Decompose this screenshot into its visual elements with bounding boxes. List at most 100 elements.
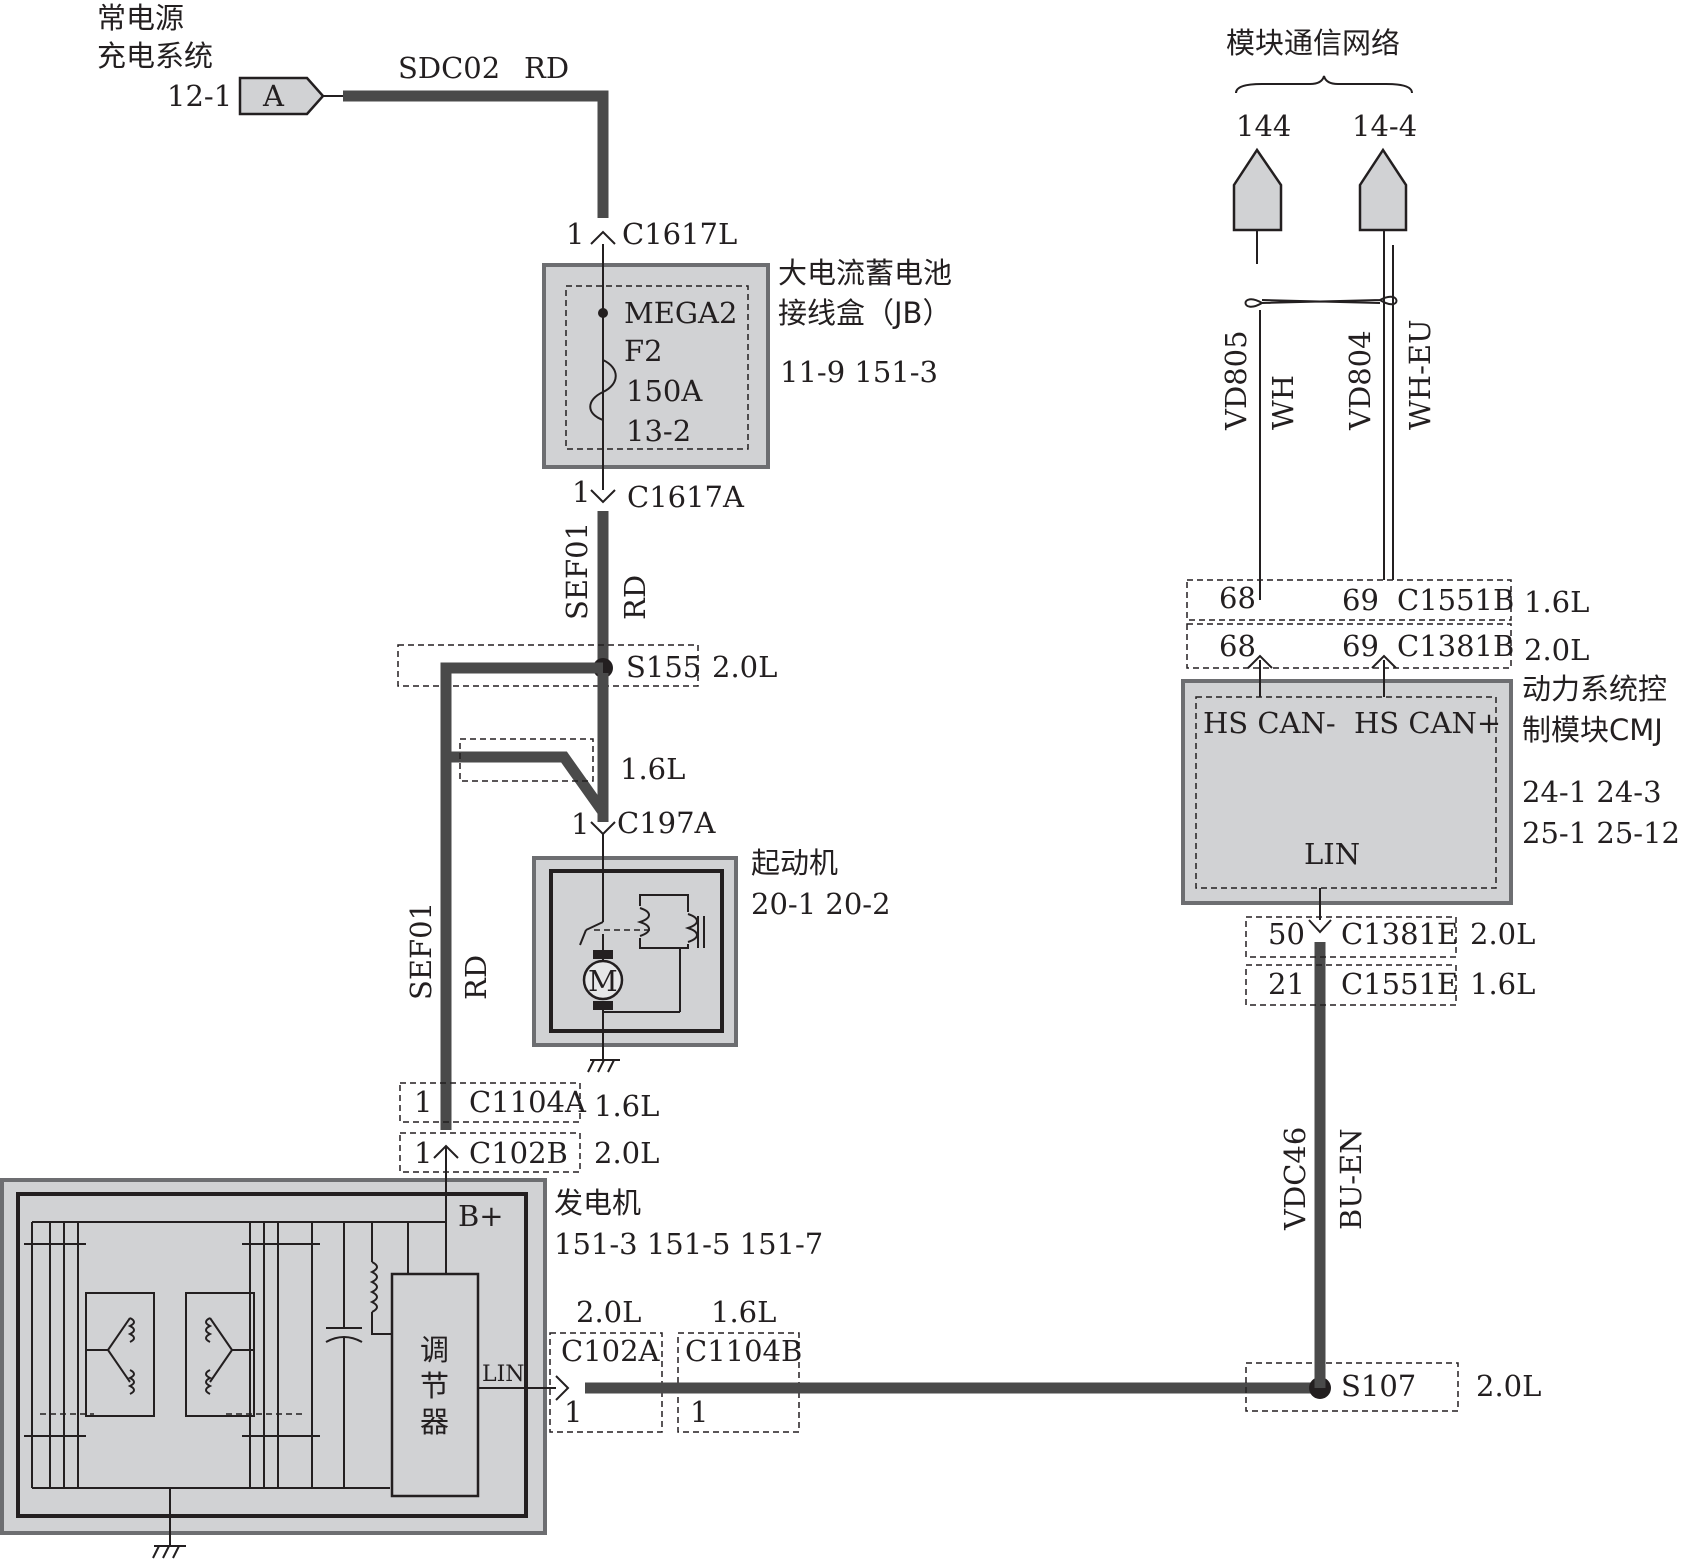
- generator-name: 发电机: [554, 1186, 641, 1220]
- s107-label: S107: [1341, 1369, 1416, 1403]
- wire-starter-16l: [446, 751, 608, 816]
- rectifier-diodes-right: [226, 1222, 320, 1488]
- motor-label: M: [588, 964, 618, 998]
- c1381e-label: C1381E: [1341, 917, 1458, 951]
- c102b-label: C102B: [469, 1136, 568, 1170]
- fuse-icon: [589, 359, 617, 421]
- generator-refs: 151-3 151-5 151-7: [554, 1227, 823, 1261]
- regulator-char-1: 调: [420, 1333, 449, 1367]
- pcm-can-plus: HS CAN+: [1354, 706, 1501, 740]
- twisted-pair-icon: [1244, 295, 1398, 308]
- c1617a-label: C1617A: [627, 480, 745, 514]
- c1617l-pin: 1: [566, 217, 584, 251]
- c102a-pin: 1: [564, 1395, 582, 1429]
- wire-sef01-gen-code: SEF01: [404, 902, 438, 1000]
- wire-vd805-code: VD805: [1219, 330, 1253, 431]
- c1617a-pin: 1: [572, 475, 590, 509]
- connector-c1381e: 50 C1381E 2.0L: [1245, 916, 1535, 958]
- network-brace-icon: [1235, 75, 1413, 94]
- s107-engine: 2.0L: [1476, 1369, 1541, 1403]
- source-a-ref: 12-1: [167, 79, 232, 113]
- c1104a-label: C1104A: [469, 1085, 587, 1119]
- fuse-id: F2: [624, 334, 663, 368]
- wire-vdc46-color: BU-EN: [1334, 1128, 1368, 1230]
- c197a-label: C197A: [617, 806, 717, 840]
- c102a-engine: 2.0L: [576, 1295, 641, 1329]
- network-ref-right: 14-4: [1352, 109, 1417, 143]
- source-a: 常电源 充电系统 12-1 A SDC02 RD: [97, 1, 569, 116]
- starter-motor: M 起动机 20-1 20-2: [532, 834, 891, 1073]
- c1104b-engine: 1.6L: [711, 1295, 776, 1329]
- fuse-ref: 13-2: [626, 414, 691, 448]
- wire-vd804-code: VD804: [1343, 330, 1377, 431]
- c1381e-pin: 50: [1268, 917, 1305, 951]
- wire-sdc02-color: RD: [524, 51, 569, 85]
- c1551b-right-pin: 69: [1342, 583, 1379, 617]
- communication-network: 模块通信网络 144 14-4 VD805 WH VD804 WH-EU: [1219, 26, 1437, 600]
- connector-c1551b: 68 69 C1551B 1.6L: [1186, 579, 1589, 621]
- regulator-char-3: 器: [420, 1405, 449, 1439]
- starter-refs: 20-1 20-2: [751, 887, 891, 921]
- c1551b-label: C1551B: [1397, 583, 1514, 617]
- generator-terminal-bplus: B+: [458, 1199, 504, 1233]
- network-ref-left: 144: [1236, 109, 1291, 143]
- s155-engine: 2.0L: [712, 650, 777, 684]
- wire-vdc46-code: VDC46: [1278, 1127, 1312, 1231]
- connector-c1617a: 1 C1617A: [572, 475, 745, 514]
- powertrain-control-module: HS CAN- HS CAN+ LIN 动力系统控 制模块CMJ 24-1 24…: [1181, 672, 1680, 920]
- wire-sef01-top-code: SEF01: [560, 522, 594, 620]
- c1551e-pin: 21: [1268, 967, 1305, 1001]
- c102a-label: C102A: [561, 1334, 661, 1368]
- connector-a-label: A: [262, 79, 285, 113]
- pcm-lin: LIN: [1304, 837, 1360, 871]
- connector-c197a: 1 C197A: [571, 806, 717, 841]
- c1104b-label: C1104B: [685, 1334, 802, 1368]
- voltage-regulator: 调 节 器: [390, 1272, 480, 1498]
- s155-label: S155: [626, 650, 701, 684]
- pcm-name-line2: 制模块CMJ: [1522, 713, 1663, 747]
- motor-icon: [582, 959, 624, 1001]
- c1551b-engine: 1.6L: [1524, 585, 1589, 619]
- wire-vd805-color: WH: [1266, 375, 1300, 430]
- connector-c102a: 2.0L C102A 1: [549, 1295, 663, 1433]
- wire-sef01-generator: [440, 662, 603, 1130]
- engine-16l-box: [459, 738, 594, 782]
- c1104a-pin: 1: [414, 1085, 432, 1119]
- stator-winding-left-icon: [85, 1292, 155, 1417]
- connector-c1381b: 68 69 C1381B 2.0L: [1186, 623, 1589, 669]
- network-connector-right-icon: [1358, 147, 1408, 232]
- connector-c1551e: 21 C1551E 1.6L: [1245, 964, 1535, 1006]
- pcm-refs-line2: 25-1 25-12: [1522, 816, 1680, 850]
- starter-name: 起动机: [751, 846, 838, 880]
- connector-a-icon: [238, 76, 325, 116]
- connector-c1104a: 1 C1104A 1.6L: [399, 1082, 659, 1123]
- network-connector-left-icon: [1232, 147, 1283, 232]
- wire-sdc02-code: SDC02: [398, 51, 500, 85]
- pcm-can-minus: HS CAN-: [1203, 706, 1336, 740]
- c102b-engine: 2.0L: [594, 1136, 659, 1170]
- c1381b-left-pin: 68: [1219, 629, 1256, 663]
- field-coil-icon: [369, 1222, 409, 1335]
- wire-sef01-gen-color: RD: [459, 955, 493, 1000]
- network-title: 模块通信网络: [1226, 26, 1400, 60]
- wire-vd804-color: WH-EU: [1403, 319, 1437, 430]
- connector-c102b: 1 C102B 2.0L: [399, 1132, 659, 1173]
- c1551b-left-pin: 68: [1219, 581, 1256, 615]
- ground-icon: [587, 1059, 620, 1073]
- pcm-name-line1: 动力系统控: [1522, 672, 1667, 706]
- jb-name-line2: 接线盒（JB）: [778, 296, 951, 330]
- c102b-pin: 1: [414, 1136, 432, 1170]
- wire-sdc02: [343, 90, 609, 218]
- jb-refs: 11-9 151-3: [780, 355, 938, 389]
- connector-c1104b: 1.6L C1104B 1: [677, 1295, 802, 1433]
- c1104a-engine: 1.6L: [594, 1089, 659, 1123]
- fuse-name: MEGA2: [624, 296, 737, 330]
- c1551e-label: C1551E: [1341, 967, 1458, 1001]
- c1617l-label: C1617L: [622, 217, 737, 251]
- stator-winding-right-icon: [185, 1292, 255, 1417]
- c1381b-right-pin: 69: [1342, 629, 1379, 663]
- generator-ground-icon: [152, 1545, 186, 1559]
- splice-s107: S107 2.0L: [1245, 1362, 1541, 1412]
- source-a-line2: 充电系统: [97, 39, 213, 73]
